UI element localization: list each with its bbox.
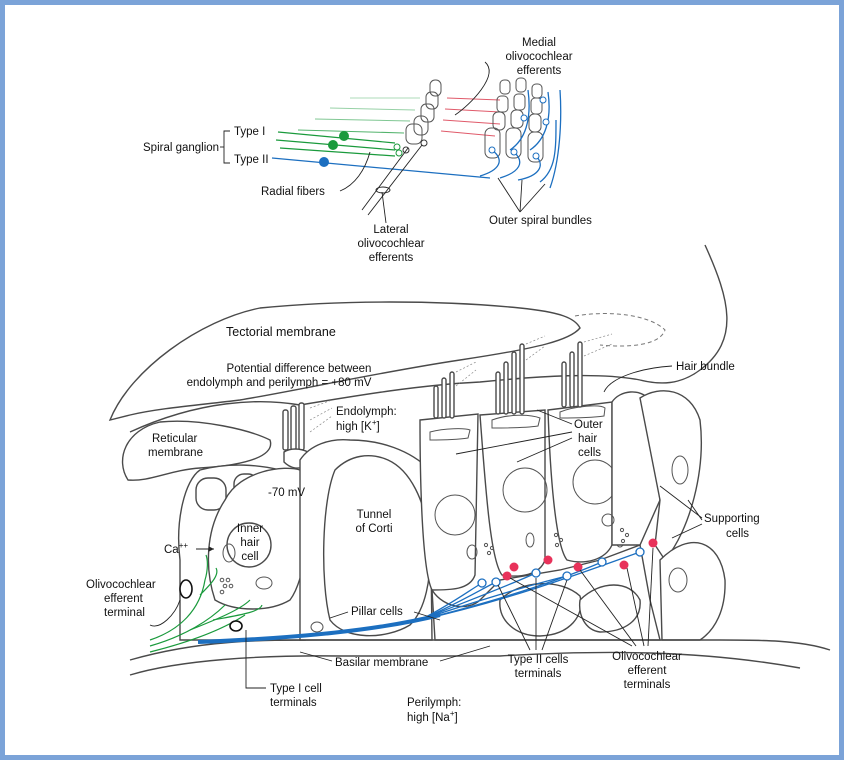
- supporting-cells-label-2: cells: [726, 528, 749, 540]
- type-ii-soma: [319, 157, 329, 167]
- type-i-label: Type I: [234, 126, 265, 138]
- reticular-membrane-label-1: Reticular: [152, 433, 198, 445]
- type-i-afferent-terminals: [149, 554, 263, 653]
- pillar-cells-label: Pillar cells: [351, 606, 403, 618]
- medial-efferents-label-2: olivocochlear: [505, 51, 572, 63]
- outer-hair-cell-vesicles: [483, 527, 630, 556]
- olivocochlear-terminal-label-2: efferent: [104, 593, 144, 605]
- medial-efferents-leader: [454, 61, 490, 116]
- type-ii-label: Type II: [234, 154, 269, 166]
- reticular-membrane: [121, 420, 272, 481]
- calcium-label: Ca++: [164, 541, 188, 556]
- tunnel-of-corti-label-1: Tunnel: [357, 509, 392, 521]
- type-ii-fiber: [271, 157, 491, 179]
- inner-hair-cell-vesicles: [219, 577, 234, 595]
- hair-bundle-leader: [603, 365, 673, 393]
- olivocochlear-terminals-label-1: Olivocochlear: [612, 651, 682, 663]
- organ-of-corti: [108, 244, 831, 676]
- outer-hair-cells-label-1: Outer: [574, 419, 603, 431]
- supporting-cells-label-1: Supporting: [704, 513, 760, 525]
- type-i-soma-1: [339, 131, 349, 141]
- potential-difference-label-1: Potential difference between: [227, 363, 372, 375]
- outer-hair-cell-2: [479, 343, 548, 577]
- inner-hair-cell-label-2: hair: [240, 537, 259, 549]
- endolymph-label-2: high [K+]: [336, 418, 380, 433]
- type-i-terminals-leader: [245, 630, 266, 689]
- spiral-ganglion-label: Spiral ganglion: [143, 142, 219, 154]
- perilymph-label-1: Perilymph:: [407, 697, 461, 709]
- radial-fibers-leader: [339, 151, 371, 192]
- lateral-efferents-label-3: efferents: [369, 252, 414, 264]
- type-i-terminals-label-1: Type I cell: [270, 683, 322, 695]
- inner-hair-cell-label-1: Inner: [237, 523, 263, 535]
- type-ii-terminal-dots: [477, 547, 645, 588]
- outer-spiral-leader-3: [519, 183, 546, 213]
- supporting-cells: [601, 390, 726, 641]
- hair-bundle-label: Hair bundle: [676, 361, 735, 373]
- outer-spiral-leader-1: [497, 177, 521, 213]
- tunnel-of-corti-label-2: of Corti: [355, 523, 392, 535]
- potential-difference-label-2: endolymph and perilymph = +80 mV: [187, 377, 372, 389]
- lateral-efferent-fiber-2: [361, 147, 409, 211]
- cochlear-wall: [639, 244, 728, 384]
- olivocochlear-efferent-terminal-dots: [502, 538, 658, 581]
- perilymph-label-2: high [Na+]: [407, 709, 458, 724]
- lateral-efferent-fiber-1: [367, 144, 423, 216]
- olivocochlear-terminal-label-3: terminal: [104, 607, 145, 619]
- type-ii-bundle: [197, 613, 441, 644]
- type-i-soma-2: [328, 140, 338, 150]
- medial-efferent-lines: [440, 97, 501, 137]
- outer-hair-cells-label-3: cells: [578, 447, 601, 459]
- medial-efferents-label-1: Medial: [522, 37, 556, 49]
- basilar-membrane-label: Basilar membrane: [335, 657, 428, 669]
- spiral-ganglion-bracket: [223, 130, 230, 164]
- tectorial-membrane-label: Tectorial membrane: [226, 325, 336, 339]
- innervation-inset: Medial olivocochlear efferents Spiral ga…: [143, 37, 592, 264]
- medial-efferents-label-3: efferents: [517, 65, 562, 77]
- inner-hair-cell-label-3: cell: [241, 551, 258, 563]
- radial-fibers-label: Radial fibers: [261, 186, 325, 198]
- outer-hair-cells-label-2: hair: [578, 433, 597, 445]
- lateral-efferents-label-2: olivocochlear: [357, 238, 424, 250]
- outer-spiral-bundles-label: Outer spiral bundles: [489, 215, 592, 227]
- tunnel-of-corti: [323, 454, 432, 637]
- lateral-efferents-label-1: Lateral: [373, 224, 408, 236]
- outer-spiral-leader-2: [519, 179, 523, 213]
- minus-70-mv-label: -70 mV: [268, 487, 305, 499]
- tectorial-membrane: [108, 301, 581, 422]
- reticular-membrane-label-2: membrane: [148, 447, 203, 459]
- inner-hair-cell-row: [393, 79, 442, 157]
- cochlea-diagram: Medial olivocochlear efferents Spiral ga…: [86, 37, 831, 724]
- outer-spiral-bundle-lines: [479, 89, 562, 189]
- olivocochlear-terminal-label-1: Olivocochlear: [86, 579, 156, 591]
- lateral-efferents-leader: [381, 191, 387, 224]
- outer-hair-bundle-links: [455, 333, 613, 387]
- olivocochlear-terminals-label-2: efferent: [628, 665, 668, 677]
- diagram-frame: Medial olivocochlear efferents Spiral ga…: [5, 5, 839, 755]
- inner-efferent-fiber: [149, 599, 181, 627]
- outer-hair-cell-1: [419, 371, 479, 591]
- olivocochlear-terminals-label-3: terminals: [624, 679, 671, 691]
- basilar-membrane: [129, 639, 831, 661]
- endolymph-label-1: Endolymph:: [336, 406, 397, 418]
- type-i-terminals-label-2: terminals: [270, 697, 317, 709]
- type-ii-terminals-label-2: terminals: [515, 668, 562, 680]
- inner-efferent-terminal: [179, 579, 193, 599]
- type-ii-terminals-label-1: Type II cells: [508, 654, 569, 666]
